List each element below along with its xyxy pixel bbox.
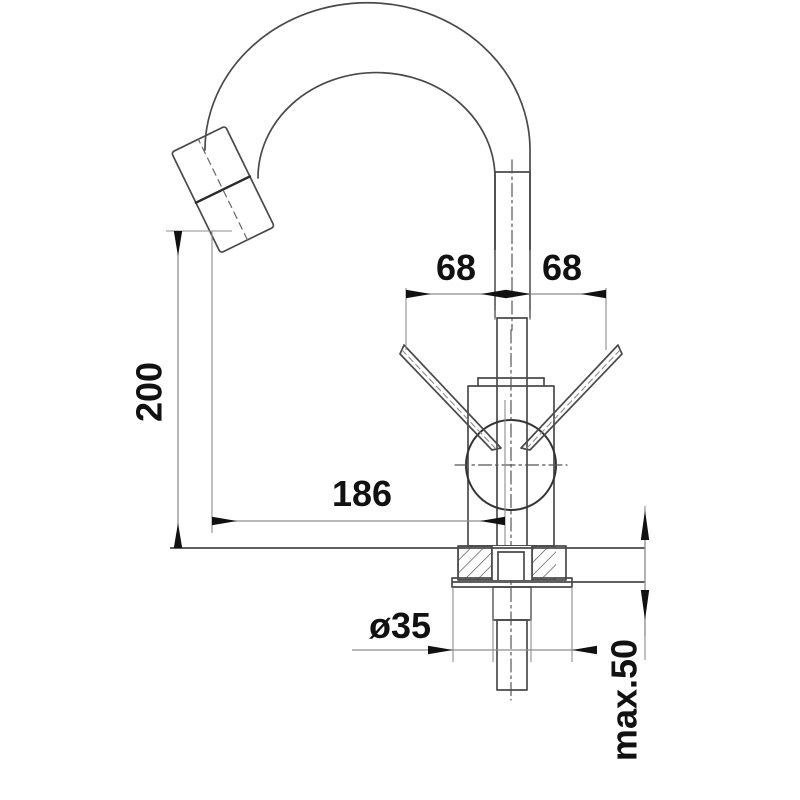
dimension-labels: 200 186 68 68 ø35 max.50 (129, 247, 645, 761)
spout-nozzle (171, 126, 275, 253)
mounting-flange (451, 545, 573, 588)
pivot-centerlines (454, 329, 568, 701)
dim-label-68-left: 68 (436, 247, 476, 288)
spout-arc-outer (204, 1, 531, 311)
dim-label-200: 200 (129, 362, 170, 422)
dim-arrow-max50-up (640, 510, 650, 540)
spout-arc-inner (257, 71, 496, 311)
lever-handle-right (520, 344, 623, 451)
dim-label-diameter-35: ø35 (369, 605, 431, 646)
dim-label-max-50: max.50 (604, 639, 645, 761)
worktop-lines (170, 547, 645, 583)
dim-arrow-max50-down (640, 590, 650, 620)
dim-arrow-d35-left (428, 645, 453, 655)
lever-handle-left (399, 344, 502, 451)
dim-label-186: 186 (332, 473, 392, 514)
dim-label-68-right: 68 (542, 247, 582, 288)
dimension-lines (173, 231, 650, 655)
dim-arrow-d35-right (572, 645, 597, 655)
